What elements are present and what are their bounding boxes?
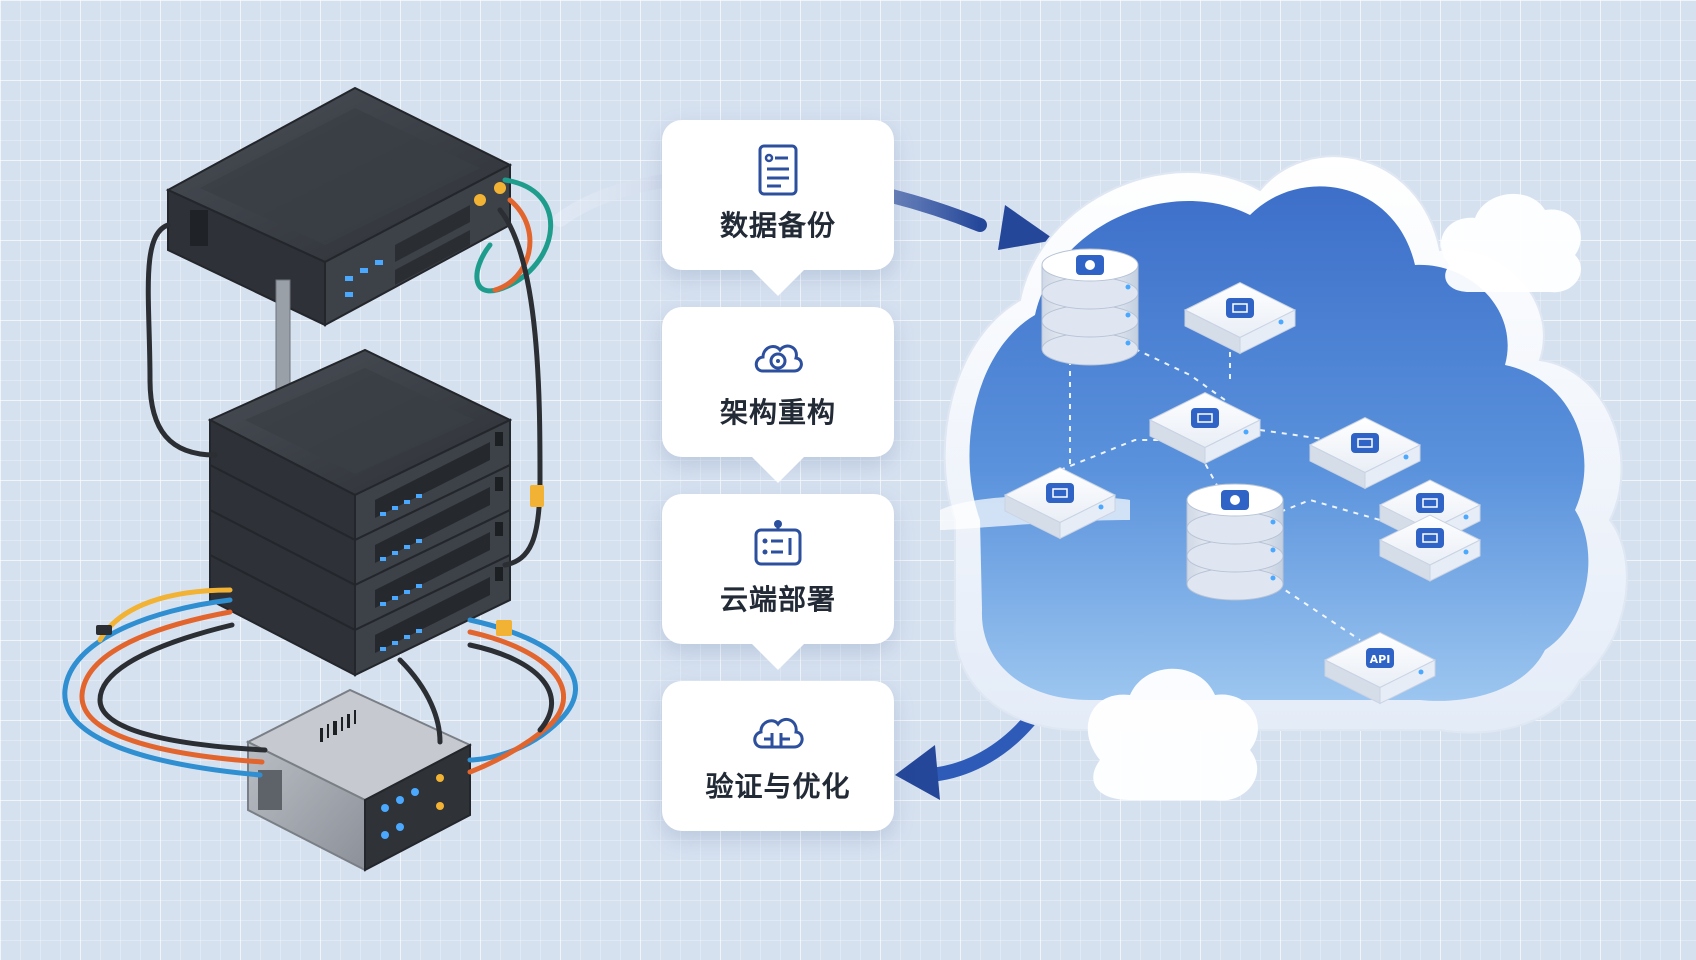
network-cables	[62, 177, 578, 778]
rack-unit	[209, 508, 511, 632]
rack-unit	[209, 553, 511, 677]
api-label: API	[1370, 653, 1391, 666]
database-cylinder	[1186, 483, 1284, 601]
rack-unit	[209, 463, 511, 587]
step-label: 数据备份	[719, 209, 836, 242]
small-cloud-top-right	[1440, 193, 1581, 293]
step-pointer	[752, 644, 804, 670]
cloud-gear-icon	[754, 344, 803, 373]
top-server	[165, 86, 513, 327]
gray-storage-box	[245, 688, 473, 872]
step-card-data-backup: 数据备份	[662, 120, 894, 270]
service-tile	[1003, 466, 1117, 540]
database-cylinder	[1041, 248, 1139, 366]
cloud-platform: API	[940, 155, 1628, 734]
service-tile	[1308, 416, 1422, 490]
physical-servers	[62, 86, 578, 872]
step-card-architecture-refactor: 架构重构	[662, 307, 894, 457]
rack-stack	[207, 348, 513, 677]
step-pointer	[752, 457, 804, 483]
step-pointer	[752, 270, 804, 296]
step-card-verify-optimize: 验证与优化	[662, 681, 894, 831]
arrow-head-return	[895, 745, 940, 800]
small-cloud-bottom	[1087, 668, 1258, 801]
step-card-cloud-deploy: 云端部署	[662, 494, 894, 644]
service-tile	[1378, 514, 1482, 582]
cloud-network-icon	[753, 717, 804, 749]
document-list-icon	[758, 144, 798, 196]
service-tile	[1183, 281, 1297, 355]
arrow-head-to-cloud	[998, 205, 1055, 250]
step-label: 云端部署	[719, 583, 836, 616]
step-label: 架构重构	[719, 396, 836, 429]
api-tile: API	[1323, 631, 1437, 705]
step-label: 验证与优化	[705, 770, 851, 803]
deploy-board-icon	[754, 520, 802, 566]
service-tile	[1148, 391, 1262, 465]
rack-unit	[209, 418, 511, 542]
